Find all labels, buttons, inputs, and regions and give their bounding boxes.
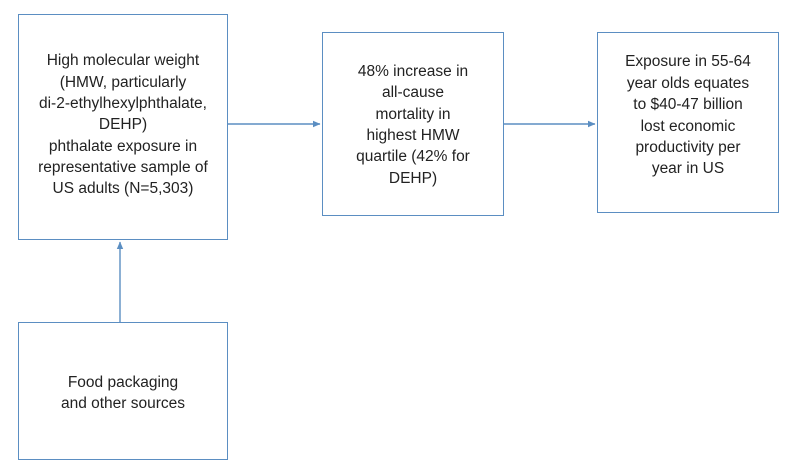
node-mortality-increase-text: 48% increase in all-cause mortality in h… <box>356 59 470 189</box>
node-hmw-phthalate-exposure: High molecular weight (HMW, particularly… <box>18 14 228 240</box>
node-text-line: mortality in <box>375 105 451 123</box>
node-food-packaging-sources: Food packaging and other sources <box>18 322 228 460</box>
node-text-line: year olds equates <box>626 74 750 92</box>
node-text-line: Exposure in 55-64 <box>625 53 751 71</box>
node-hmw-phthalate-exposure-text: High molecular weight (HMW, particularly… <box>38 50 208 204</box>
node-text-line: highest HMW <box>366 127 460 144</box>
node-food-packaging-sources-text: Food packaging and other sources <box>61 368 185 415</box>
node-text-line: High molecular weight <box>46 52 200 70</box>
node-text-line: to $40-47 billion <box>633 96 743 114</box>
node-text-line: all-cause <box>381 84 444 102</box>
node-text-line: US adults (N=5,303) <box>52 180 194 198</box>
node-text-line: and other sources <box>60 395 186 412</box>
node-text-line: quartile (42% for <box>356 148 470 166</box>
node-text-line: DEHP) <box>388 169 438 187</box>
node-text-line: lost economic <box>640 117 736 135</box>
node-text-line: (HMW, particularly <box>59 73 187 91</box>
node-economic-productivity-loss-text: Exposure in 55-64 year olds equates to $… <box>625 51 751 193</box>
node-text-line: year in US <box>651 160 725 178</box>
node-mortality-increase: 48% increase in all-cause mortality in h… <box>322 32 504 216</box>
node-text-line: phthalate exposure in <box>48 137 198 155</box>
node-text-line: representative sample of <box>38 159 208 177</box>
node-text-line: 48% increase in <box>357 62 469 80</box>
node-text-line: productivity per <box>635 138 741 156</box>
node-text-line: di-2-ethylhexylphthalate, <box>38 94 207 112</box>
node-text-line: DEHP) <box>98 116 148 134</box>
node-text-line: Food packaging <box>67 373 179 391</box>
node-economic-productivity-loss: Exposure in 55-64 year olds equates to $… <box>597 32 779 213</box>
